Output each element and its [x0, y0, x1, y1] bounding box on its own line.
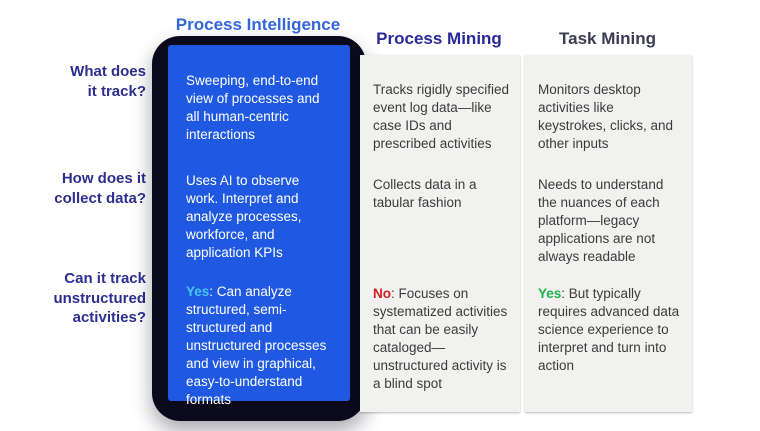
cell-process-mining-unstructured: No: Focuses on systematized activities t…	[373, 285, 511, 393]
cell-text: Monitors desktop activities like keystro…	[538, 82, 674, 152]
cell-process-intelligence-unstructured: Yes: Can analyze structured, semi-struct…	[186, 283, 334, 410]
row-label-can-it-track-unstructured: Can it track unstructured activities?	[53, 270, 146, 326]
process-mining-card: Tracks rigidly specified event log data—…	[360, 55, 520, 412]
cell-task-mining-track: Monitors desktop activities like keystro…	[538, 81, 683, 153]
row-label-how-does-it-collect-data: How does it collect data?	[54, 170, 146, 207]
cell-process-intelligence-collect: Uses AI to observe work. Interpret and a…	[186, 172, 334, 262]
cell-prefix-yes: Yes	[186, 284, 210, 299]
cell-process-intelligence-track: Sweeping, end-to-end view of processes a…	[186, 72, 334, 144]
cell-text: : Focuses on systematized activities tha…	[373, 286, 508, 392]
cell-text: : Can analyze structured, semi-structure…	[186, 284, 327, 408]
cell-text: Collects data in a tabular fashion	[373, 177, 477, 211]
cell-process-mining-collect: Collects data in a tabular fashion	[373, 176, 511, 212]
column-title-process-mining: Process Mining	[376, 29, 502, 48]
process-intelligence-card-frame: Sweeping, end-to-end view of processes a…	[152, 36, 366, 421]
cell-task-mining-unstructured: Yes: But typically requires advanced dat…	[538, 285, 683, 375]
cell-task-mining-collect: Needs to understand the nuances of each …	[538, 176, 683, 266]
task-mining-card: Monitors desktop activities like keystro…	[525, 55, 692, 412]
cell-text: Tracks rigidly specified event log data—…	[373, 82, 510, 152]
cell-text: Sweeping, end-to-end view of processes a…	[186, 73, 320, 143]
cell-prefix-no: No	[373, 286, 391, 301]
process-intelligence-card: Sweeping, end-to-end view of processes a…	[168, 45, 350, 407]
cell-text: Needs to understand the nuances of each …	[538, 177, 664, 265]
column-title-process-intelligence: Process Intelligence	[175, 15, 341, 34]
column-title-task-mining: Task Mining	[559, 29, 656, 48]
cell-text: Uses AI to observe work. Interpret and a…	[186, 173, 302, 261]
cell-text: : But typically requires advanced data s…	[538, 286, 680, 374]
cell-prefix-yes: Yes	[538, 286, 562, 301]
cell-process-mining-track: Tracks rigidly specified event log data—…	[373, 81, 511, 153]
row-label-what-does-it-track: What does it track?	[70, 63, 146, 100]
